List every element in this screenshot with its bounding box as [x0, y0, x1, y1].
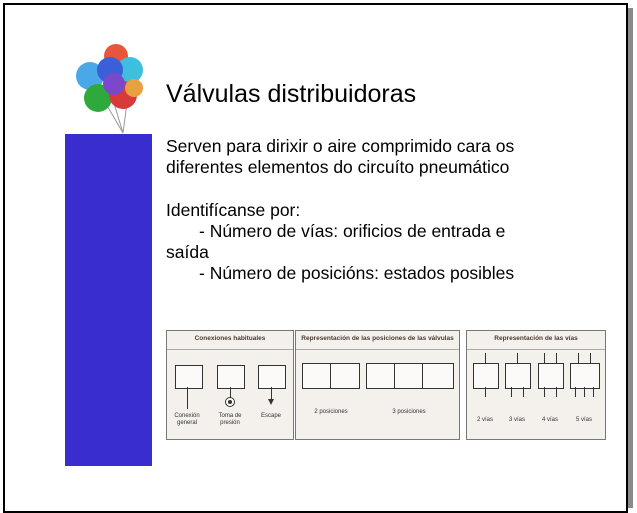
valve-box [175, 365, 203, 389]
body-line: Serven para dirixir o aire comprimido ca… [166, 136, 515, 156]
position-box [394, 363, 424, 389]
way-box [538, 363, 564, 389]
way-line [485, 353, 486, 363]
way-line [511, 387, 512, 397]
balloons-icon [76, 44, 143, 134]
panel-label: 2 posiciones [314, 409, 348, 415]
exhaust-arrow-icon [268, 399, 274, 405]
panel-label: 3 vías [508, 417, 525, 423]
way-box [505, 363, 531, 389]
way-line [556, 387, 557, 397]
figure-panel-ways: Representación de las vías 2 vías 3 vías… [466, 330, 606, 440]
slide-shadow [628, 8, 633, 508]
connection-line [271, 387, 272, 401]
slide-body: Serven para dirixir o aire comprimido ca… [166, 136, 606, 284]
panel-title: Representación de las posiciones de las … [296, 335, 459, 350]
way-line [590, 353, 591, 363]
panel-label: 5 vías [575, 417, 592, 423]
pressure-symbol-icon [225, 397, 235, 407]
way-line [575, 387, 576, 397]
panel-label: Escape [260, 413, 281, 419]
panel-label: Toma de presión [218, 413, 242, 426]
way-line [544, 353, 545, 363]
position-box [330, 363, 360, 389]
panel-label: Conexión general [174, 413, 200, 426]
way-box [473, 363, 499, 389]
way-line [593, 387, 594, 397]
way-line [584, 387, 585, 397]
position-box [422, 363, 454, 389]
position-box [302, 363, 332, 389]
valve-box [217, 365, 245, 389]
body-line: - Número de vías: orificios de entrada e [199, 221, 506, 241]
way-line [578, 353, 579, 363]
figure-panel-connections: Conexiones habituales Conexión general T… [166, 330, 294, 440]
accent-bar [65, 134, 152, 466]
figure-panel-positions: Representación de las posiciones de las … [295, 330, 460, 440]
way-line [517, 353, 518, 363]
way-box [570, 363, 600, 389]
way-line [485, 387, 486, 397]
panel-label: 2 vías [476, 417, 493, 423]
way-line [544, 387, 545, 397]
way-line [556, 353, 557, 363]
body-line: diferentes elementos do circuíto pneumát… [166, 157, 510, 177]
body-line: saída [166, 242, 209, 262]
panel-title: Conexiones habituales [167, 335, 293, 350]
panel-label: 3 posiciones [392, 409, 426, 415]
panel-title: Representación de las vías [467, 335, 605, 350]
panel-label: 4 vías [541, 417, 558, 423]
connection-line [187, 387, 188, 409]
body-line: - Número de posicións: estados posibles [199, 263, 515, 283]
slide-title: Válvulas distribuidoras [166, 80, 417, 108]
position-box [366, 363, 396, 389]
connection-line [230, 387, 231, 399]
way-line [523, 387, 524, 397]
valve-box [258, 365, 286, 389]
body-line: Identifícanse por: [166, 200, 301, 220]
